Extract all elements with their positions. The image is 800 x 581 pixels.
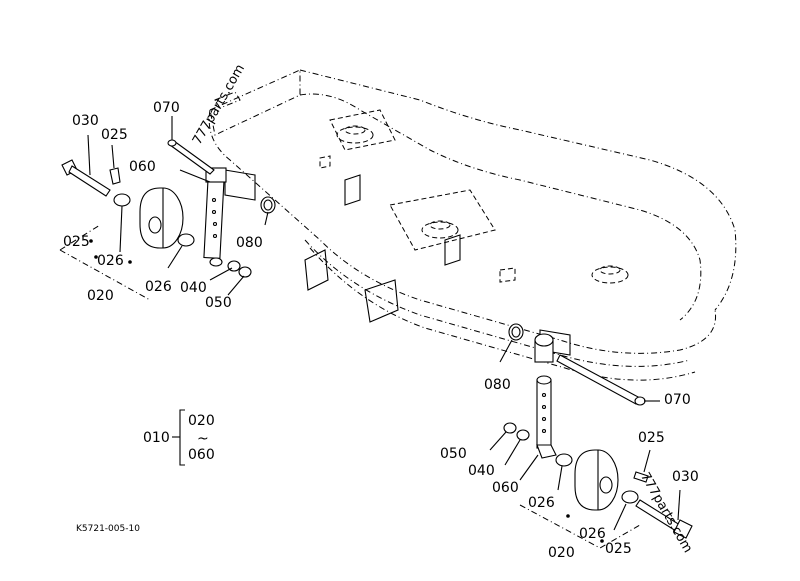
callout-026b-right: 026	[579, 526, 606, 542]
right-gauge-wheel-assembly	[489, 323, 693, 549]
callout-060-right: 060	[492, 480, 519, 496]
callout-040-right: 040	[468, 463, 495, 479]
callout-026a-left: 026	[97, 253, 124, 269]
grease-nipple-025-left	[109, 167, 121, 185]
callout-025-right: 025	[638, 430, 665, 446]
callout-010-tilde: ~	[197, 431, 209, 447]
callout-030-right: 030	[672, 469, 699, 485]
callout-070-right: 070	[664, 392, 691, 408]
bolt-030-right	[635, 499, 693, 539]
bushing-026-left-b	[177, 233, 195, 247]
bushing-026-right-a	[555, 453, 573, 467]
callout-010-to: 060	[188, 447, 215, 463]
callout-010: 010	[143, 430, 170, 446]
callout-080-right: 080	[484, 377, 511, 393]
assembly-bracket	[179, 409, 185, 466]
callout-020-left: 020	[87, 288, 114, 304]
callout-080-left: 080	[236, 235, 263, 251]
callout-025-left: 025	[101, 127, 128, 143]
callout-025-dot-right: 025	[605, 541, 632, 557]
washer-040-right	[516, 429, 530, 441]
callout-010-from: 020	[188, 413, 215, 429]
nut-050-right	[503, 422, 517, 434]
bolt-070-right	[556, 354, 641, 405]
wheel-right	[574, 449, 619, 511]
bushing-026-left-a	[113, 193, 131, 207]
bolt-070-left	[169, 140, 215, 175]
callout-050-right: 050	[440, 446, 467, 462]
callout-025-dot-left: 025	[63, 234, 90, 250]
shaft-060-left	[203, 177, 225, 267]
wheel-left	[139, 187, 184, 249]
bolt-030-left	[61, 159, 111, 197]
callout-050-left: 050	[205, 295, 232, 311]
callout-070-left: 070	[153, 100, 180, 116]
bushing-026-right-b	[621, 490, 639, 504]
washer-080-right	[508, 323, 524, 341]
mower-deck	[208, 69, 737, 381]
callout-026a-right: 026	[528, 495, 555, 511]
nut-050-left	[238, 266, 252, 278]
callout-026b-left: 026	[145, 279, 172, 295]
left-gauge-wheel-assembly	[59, 116, 276, 301]
callout-030-left: 030	[72, 113, 99, 129]
callout-060-left: 060	[129, 159, 156, 175]
callout-040-left: 040	[180, 280, 207, 296]
washer-080-left	[260, 196, 276, 214]
figure-code: K5721-005-10	[76, 524, 140, 534]
grease-nipple-025-right	[633, 471, 649, 483]
shaft-060-right	[536, 375, 557, 459]
callout-020-right: 020	[548, 545, 575, 561]
